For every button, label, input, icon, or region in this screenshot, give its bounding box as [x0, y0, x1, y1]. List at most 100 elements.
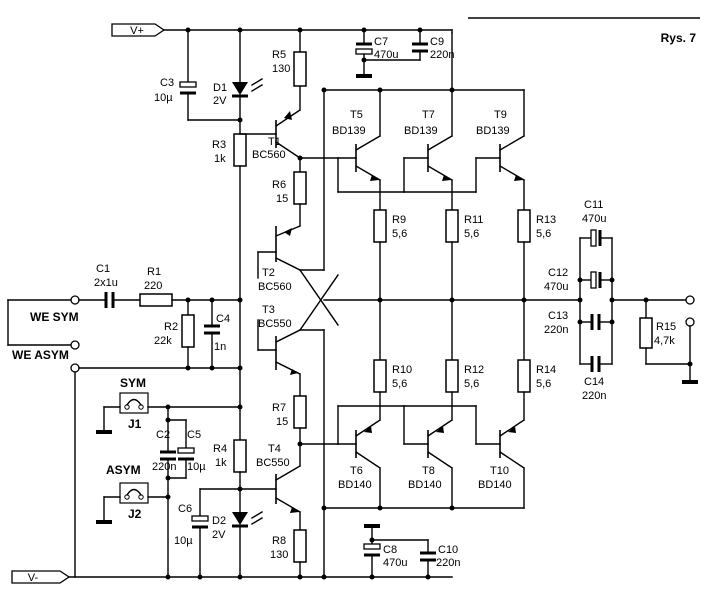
T2-value: BC560 [258, 281, 292, 293]
R14-ref: R14 [536, 364, 556, 376]
R14-value: 5,6 [536, 378, 551, 390]
input-connector: WE SYM WE ASYM [7, 295, 80, 578]
rail-positive-label: V+ [130, 25, 144, 37]
R6-value: 15 [276, 193, 288, 205]
resistor-R15: R15 4,7k [639, 299, 691, 365]
T6-ref: T6 [350, 465, 363, 477]
input-sym-terminal-1 [70, 295, 80, 305]
R11-ref: R11 [464, 214, 483, 226]
T7-ref: T7 [422, 109, 435, 121]
R2-ref: R2 [164, 321, 178, 333]
J2-label: ASYM [106, 463, 141, 477]
R9-ref: R9 [392, 214, 406, 226]
T9-value: BD139 [476, 125, 510, 137]
T7-value: BD139 [404, 125, 438, 137]
T4-ref: T4 [268, 443, 281, 455]
T3-value: BC550 [258, 318, 292, 330]
C13-value: 220n [544, 324, 568, 336]
C13-ref: C13 [548, 310, 568, 322]
resistor-R2: R2 22k [154, 299, 195, 369]
C9-ref: C9 [430, 36, 444, 48]
jumper-J1[interactable]: SYM J1 [96, 376, 241, 434]
C14-value: 220n [582, 390, 606, 402]
C11-value: 470u [582, 213, 606, 225]
C4-value: 1n [214, 341, 226, 353]
capacitor-C12: C12 470u [544, 267, 613, 293]
R3-ref: R3 [212, 139, 226, 151]
resistor-R12: R12 5,6 [445, 359, 484, 421]
R5-value: 130 [272, 63, 290, 75]
C12-ref: C12 [548, 267, 568, 279]
R13-ref: R13 [536, 214, 556, 226]
R4-value: 1k [215, 457, 227, 469]
R7-value: 15 [276, 416, 288, 428]
R6-ref: R6 [272, 179, 286, 191]
C10-value: 220n [436, 557, 460, 569]
rail-negative-label: V- [28, 572, 39, 584]
R8-ref: R8 [272, 535, 286, 547]
transistor-T4: T4 BC550 [239, 443, 301, 531]
resistor-R10: R10 5,6 [373, 359, 412, 421]
J1-ref: J1 [128, 417, 142, 431]
C8-value: 470u [383, 557, 407, 569]
C2-value: 220n [152, 461, 176, 473]
resistor-R5: R5 130 [272, 29, 307, 87]
capacitor-C8: C8 470u [363, 524, 407, 578]
capacitor-C6: C6 10µ [174, 488, 241, 578]
R7-ref: R7 [272, 402, 286, 414]
R10-ref: R10 [392, 364, 412, 376]
R15-value: 4,7k [654, 335, 675, 347]
transistor-T3: T3 BC550 [257, 304, 301, 375]
capacitor-C4: C4 1n [204, 299, 230, 369]
input-asym-terminal [70, 363, 80, 373]
R1-value: 220 [144, 280, 162, 292]
resistor-R13: R13 5,6 [517, 209, 556, 361]
capacitor-C11: C11 470u [579, 199, 613, 247]
transistor-T1: T1 BC560 [239, 85, 301, 173]
rail-negative: V- [11, 570, 453, 584]
C9-value: 220n [430, 49, 454, 61]
capacitor-C3: C3 10µ [154, 29, 241, 121]
T8-ref: T8 [422, 465, 435, 477]
R2-value: 22k [154, 335, 172, 347]
resistor-R8: R8 130 [270, 529, 307, 578]
R12-ref: R12 [464, 364, 484, 376]
D1-ref: D1 [213, 82, 227, 94]
capacitor-C5: C5 10µ [167, 419, 206, 479]
R11-value: 5,6 [464, 228, 479, 240]
output-terminal-negative [685, 317, 695, 327]
R9-value: 5,6 [392, 228, 407, 240]
rail-positive: V+ [111, 23, 453, 37]
transistor-T7: T7 BD139 [403, 89, 453, 211]
resistor-R1: R1 220 [139, 266, 241, 307]
T4-value: BC550 [256, 457, 290, 469]
C14-ref: C14 [584, 376, 604, 388]
C6-value: 10µ [174, 535, 193, 547]
resistor-R14: R14 5,6 [517, 359, 556, 421]
resistor-R6: R6 15 [272, 171, 307, 227]
output-ground [682, 380, 698, 384]
R10-value: 5,6 [392, 378, 407, 390]
T1-value: BC560 [252, 149, 286, 161]
C3-value: 10µ [154, 92, 173, 104]
C10-ref: C10 [438, 544, 458, 556]
C7-value: 470u [374, 49, 398, 61]
capacitor-C13: C13 220n [544, 310, 613, 336]
R13-value: 5,6 [536, 228, 551, 240]
input-asym-label: WE ASYM [12, 348, 69, 362]
C3-ref: C3 [160, 77, 174, 89]
transistor-T8: T8 BD140 [403, 419, 453, 509]
capacitor-C1: C1 2x1u [78, 263, 141, 308]
D1-value: 2V [213, 95, 227, 107]
C11-ref: C11 [584, 199, 603, 211]
J2-ref: J2 [128, 507, 142, 521]
C4-ref: C4 [216, 313, 230, 325]
transistor-T10: T10 BD140 [475, 419, 525, 509]
T3-ref: T3 [262, 304, 275, 316]
D2-value: 2V [212, 529, 226, 541]
R15-ref: R15 [656, 321, 676, 333]
jumper-J2[interactable]: ASYM J2 [96, 463, 169, 524]
T5-ref: T5 [350, 109, 363, 121]
